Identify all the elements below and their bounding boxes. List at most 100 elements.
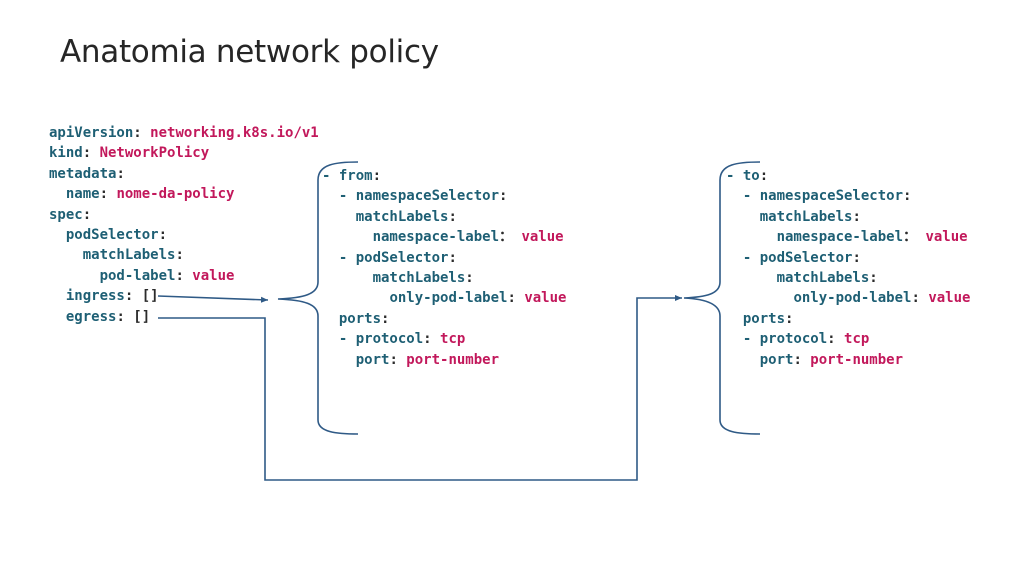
yaml-value: value: [928, 290, 971, 307]
yaml-key: - protocol: [742, 331, 828, 348]
main-yaml-line: apiVersion: networking.k8s.io/v1: [49, 123, 319, 143]
ingress-from-yaml: - from: - namespaceSelector: matchLabels…: [322, 166, 566, 370]
main-yaml-line: pod-label: value: [49, 266, 319, 286]
yaml-separator: :: [82, 206, 92, 223]
egress-connector: [158, 295, 682, 481]
yaml-separator: :: [827, 331, 845, 348]
ingress-arrow: [157, 295, 269, 303]
yaml-key: apiVersion: [49, 125, 134, 141]
yaml-key: matchLabels: [372, 269, 466, 286]
main-yaml-line: egress: []: [49, 307, 319, 327]
from-yaml-line: - from:: [322, 166, 566, 186]
from-brace: [277, 161, 359, 435]
yaml-key: - from: [322, 168, 373, 184]
yaml-separator: :: [99, 186, 117, 203]
from-yaml-line: matchLabels:: [322, 207, 566, 227]
yaml-value: value: [925, 229, 968, 246]
yaml-separator: :: [448, 208, 457, 225]
yaml-key: matchLabels: [776, 269, 870, 286]
yaml-separator: :: [507, 290, 525, 307]
yaml-separator: :: [852, 208, 861, 225]
yaml-value: value: [524, 290, 567, 307]
yaml-separator: :: [852, 249, 861, 266]
yaml-separator: ：: [499, 229, 522, 246]
yaml-separator: :: [869, 269, 878, 286]
yaml-key: pod-label: [99, 267, 176, 284]
yaml-separator: :: [793, 351, 811, 368]
yaml-key: port: [355, 351, 390, 368]
yaml-separator: :: [903, 188, 912, 205]
main-yaml-line: ingress: []: [49, 286, 319, 306]
yaml-key: port: [759, 351, 794, 368]
yaml-separator: :: [759, 168, 769, 184]
yaml-key: egress: [65, 308, 117, 325]
yaml-key: matchLabels: [82, 247, 176, 264]
yaml-separator: :: [82, 145, 100, 162]
yaml-separator: :: [389, 351, 407, 368]
main-yaml-line: matchLabels:: [49, 245, 319, 265]
to-yaml-line: - protocol: tcp: [726, 329, 970, 349]
yaml-separator: :: [124, 288, 142, 305]
yaml-separator: :: [116, 308, 134, 325]
yaml-value: NetworkPolicy: [99, 145, 210, 162]
yaml-separator: :: [499, 188, 508, 205]
yaml-key: namespace-label: [776, 229, 904, 246]
yaml-separator: :: [175, 267, 193, 284]
yaml-separator: :: [465, 269, 474, 286]
yaml-key: - namespaceSelector: [338, 188, 500, 205]
yaml-key: - podSelector: [338, 249, 449, 266]
yaml-key: podSelector: [65, 226, 159, 243]
egress-to-yaml: - to: - namespaceSelector: matchLabels: …: [726, 166, 970, 370]
to-brace: [683, 161, 761, 435]
to-yaml-line: only-pod-label: value: [726, 288, 970, 308]
yaml-key: matchLabels: [759, 208, 853, 225]
from-yaml-line: port: port-number: [322, 350, 566, 370]
yaml-key: - protocol: [338, 331, 424, 348]
yaml-value: []: [141, 288, 159, 305]
yaml-value: []: [133, 308, 151, 325]
yaml-key: only-pod-label: [793, 290, 912, 307]
yaml-separator: :: [372, 168, 382, 184]
to-yaml-line: - podSelector:: [726, 248, 970, 268]
yaml-separator: :: [381, 310, 390, 327]
yaml-separator: :: [175, 247, 184, 264]
yaml-separator: :: [158, 226, 168, 243]
yaml-value: networking.k8s.io/v1: [150, 125, 319, 141]
yaml-value: tcp: [440, 331, 466, 348]
yaml-value: value: [521, 229, 564, 246]
yaml-key: kind: [49, 145, 83, 162]
yaml-value: port-number: [406, 351, 500, 368]
to-yaml-line: port: port-number: [726, 350, 970, 370]
yaml-separator: :: [785, 310, 794, 327]
yaml-separator: :: [911, 290, 929, 307]
yaml-key: spec: [49, 206, 83, 223]
to-yaml-line: matchLabels:: [726, 207, 970, 227]
from-yaml-line: - podSelector:: [322, 248, 566, 268]
yaml-key: matchLabels: [355, 208, 449, 225]
yaml-key: name: [65, 186, 100, 203]
main-yaml-line: kind: NetworkPolicy: [49, 143, 319, 163]
main-yaml-line: spec:: [49, 205, 319, 225]
yaml-separator: :: [116, 165, 125, 182]
page-title: Anatomia network policy: [60, 34, 439, 70]
to-yaml-line: - namespaceSelector:: [726, 186, 970, 206]
from-yaml-line: - protocol: tcp: [322, 329, 566, 349]
main-yaml-line: metadata:: [49, 164, 319, 184]
from-yaml-line: matchLabels:: [322, 268, 566, 288]
from-yaml-line: - namespaceSelector:: [322, 186, 566, 206]
yaml-separator: :: [423, 331, 441, 348]
yaml-key: ingress: [65, 288, 125, 305]
yaml-separator: :: [133, 125, 151, 141]
yaml-key: - podSelector: [742, 249, 853, 266]
to-yaml-line: namespace-label： value: [726, 227, 970, 247]
yaml-key: - namespaceSelector: [742, 188, 904, 205]
yaml-value: tcp: [844, 331, 870, 348]
to-yaml-line: - to:: [726, 166, 970, 186]
main-yaml-line: name: nome-da-policy: [49, 184, 319, 204]
yaml-key: metadata: [49, 165, 117, 182]
yaml-key: ports: [742, 310, 786, 327]
yaml-value: value: [192, 267, 235, 284]
yaml-value: port-number: [810, 351, 904, 368]
